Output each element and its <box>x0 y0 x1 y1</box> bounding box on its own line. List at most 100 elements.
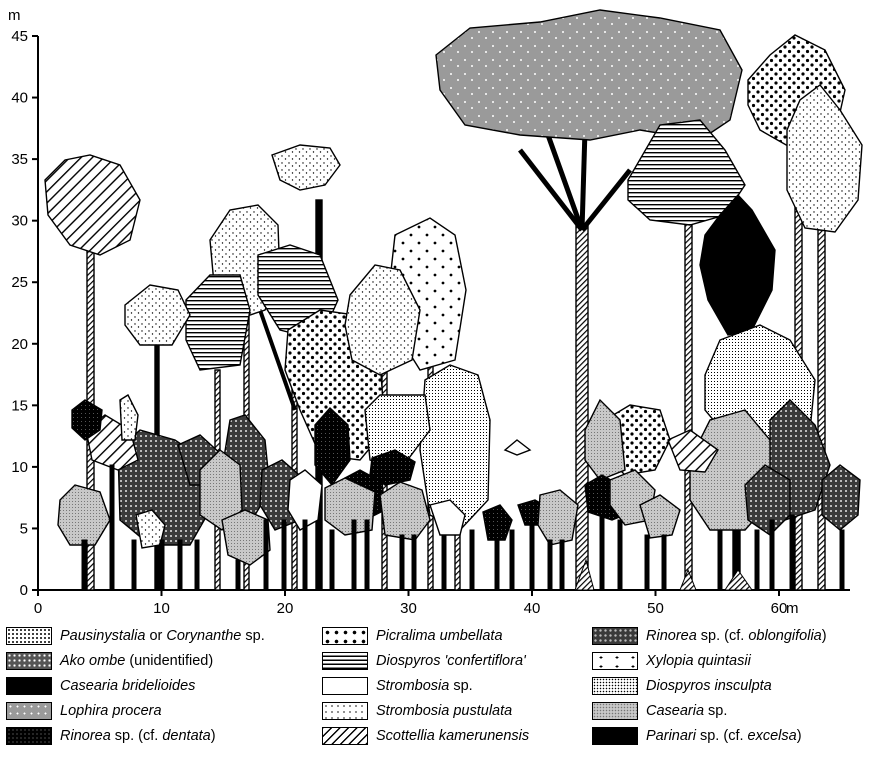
legend: Pausinystalia or Corynanthe sp. Picralima… <box>0 625 871 775</box>
legend-label-part: Diospyros insculpta <box>646 678 772 694</box>
legend-label: Pausinystalia or Corynanthe sp. <box>60 628 265 644</box>
legend-swatch <box>322 702 368 720</box>
legend-label: Diospyros 'confertiflora' <box>376 653 526 669</box>
legend-item-parinari: Parinari sp. (cf. excelsa) <box>592 725 802 747</box>
legend-label-part: (unidentified) <box>125 653 213 669</box>
legend-label: Ako ombe (unidentified) <box>60 653 213 669</box>
forest-profile-diagram: 0 5 10 15 20 25 30 35 40 45 0 10 20 30 40 50 60 m m <box>0 0 871 620</box>
legend-label-part: ) <box>822 628 827 644</box>
y-tick-label: 25 <box>11 274 28 291</box>
legend-label: Lophira procera <box>60 703 162 719</box>
legend-swatch <box>592 677 638 695</box>
legend-label-part: Xylopia quintasii <box>646 653 751 669</box>
legend-item-strombosia: Strombosia sp. <box>322 675 473 697</box>
legend-label-part: Rinorea <box>646 628 697 644</box>
legend-label-part: or <box>145 628 166 644</box>
legend-label-part: ) <box>797 728 802 744</box>
legend-label-part: Ako ombe <box>60 653 125 669</box>
legend-label-part: oblongifolia <box>748 628 821 644</box>
legend-label: Xylopia quintasii <box>646 653 751 669</box>
legend-swatch <box>322 652 368 670</box>
legend-label-part: Parinari <box>646 728 696 744</box>
legend-label-part: Diospyros 'confertiflora' <box>376 653 526 669</box>
legend-swatch <box>592 652 638 670</box>
legend-swatch <box>322 677 368 695</box>
y-axis: 0 5 10 15 20 25 30 35 40 45 <box>11 28 38 599</box>
legend-swatch <box>592 627 638 645</box>
legend-label: Scottellia kamerunensis <box>376 728 529 744</box>
legend-swatch <box>6 652 52 670</box>
legend-label-part: sp. (cf. <box>697 628 749 644</box>
legend-label-part: Scottellia kamerunensis <box>376 728 529 744</box>
legend-swatch <box>592 702 638 720</box>
x-tick-label: 30 <box>400 600 417 617</box>
legend-swatch <box>592 727 638 745</box>
x-tick-label: 40 <box>524 600 541 617</box>
legend-swatch <box>6 727 52 745</box>
legend-swatch <box>6 627 52 645</box>
y-tick-label: 20 <box>11 336 28 353</box>
legend-label-part: Rinorea <box>60 728 111 744</box>
legend-label-part: Casearia bridelioides <box>60 678 195 694</box>
legend-label-part: ) <box>211 728 216 744</box>
x-axis: 0 10 20 30 40 50 60 <box>34 590 788 617</box>
legend-swatch <box>322 727 368 745</box>
tree-crowns <box>45 10 862 565</box>
legend-item-casearia-brid: Casearia bridelioides <box>6 675 195 697</box>
legend-label: Rinorea sp. (cf. dentata) <box>60 728 216 744</box>
legend-label: Casearia bridelioides <box>60 678 195 694</box>
legend-label: Strombosia pustulata <box>376 703 512 719</box>
legend-item-scottellia: Scottellia kamerunensis <box>322 725 529 747</box>
legend-item-diospyros-ins: Diospyros insculpta <box>592 675 772 697</box>
legend-item-casearia: Casearia sp. <box>592 700 727 722</box>
legend-swatch <box>6 677 52 695</box>
x-tick-label: 20 <box>277 600 294 617</box>
y-tick-label: 5 <box>20 520 28 537</box>
legend-label: Rinorea sp. (cf. oblongifolia) <box>646 628 827 644</box>
y-unit-label: m <box>8 7 21 24</box>
legend-label-part: Lophira procera <box>60 703 162 719</box>
legend-label: Diospyros insculpta <box>646 678 772 694</box>
legend-label: Casearia sp. <box>646 703 727 719</box>
legend-label-part: Pausinystalia <box>60 628 145 644</box>
legend-swatch <box>6 702 52 720</box>
legend-item-diospyros-conf: Diospyros 'confertiflora' <box>322 650 526 672</box>
legend-item-pausinystalia: Pausinystalia or Corynanthe sp. <box>6 625 265 647</box>
scottellia-crown-left <box>45 155 140 255</box>
legend-label-part: Strombosia pustulata <box>376 703 512 719</box>
legend-label-part: dentata <box>162 728 210 744</box>
y-tick-label: 15 <box>11 397 28 414</box>
y-tick-label: 45 <box>11 28 28 45</box>
y-tick-label: 35 <box>11 151 28 168</box>
x-tick-label: 10 <box>153 600 170 617</box>
legend-label-part: sp. <box>704 703 727 719</box>
legend-label-part: Casearia <box>646 703 704 719</box>
legend-swatch <box>322 627 368 645</box>
legend-label-part: sp. (cf. <box>111 728 163 744</box>
y-tick-label: 40 <box>11 90 28 107</box>
legend-label-part: excelsa <box>748 728 797 744</box>
legend-label-part: sp. <box>241 628 264 644</box>
legend-item-rinorea-obl: Rinorea sp. (cf. oblongifolia) <box>592 625 827 647</box>
x-unit-label: m <box>786 600 799 617</box>
legend-item-picralima: Picralima umbellata <box>322 625 503 647</box>
legend-item-strombosia-pus: Strombosia pustulata <box>322 700 512 722</box>
legend-item-ako: Ako ombe (unidentified) <box>6 650 213 672</box>
y-tick-label: 30 <box>11 213 28 230</box>
y-tick-label: 10 <box>11 459 28 476</box>
legend-label-part: Strombosia <box>376 678 449 694</box>
legend-label: Picralima umbellata <box>376 628 503 644</box>
legend-item-lophira: Lophira procera <box>6 700 162 722</box>
legend-item-rinorea-den: Rinorea sp. (cf. dentata) <box>6 725 216 747</box>
legend-label-part: sp. (cf. <box>696 728 748 744</box>
legend-label-part: Picralima umbellata <box>376 628 503 644</box>
legend-item-xylopia: Xylopia quintasii <box>592 650 751 672</box>
legend-label-part: sp. <box>449 678 472 694</box>
legend-label: Parinari sp. (cf. excelsa) <box>646 728 802 744</box>
x-tick-label: 50 <box>647 600 664 617</box>
y-tick-label: 0 <box>20 582 28 599</box>
x-tick-label: 0 <box>34 600 42 617</box>
legend-label: Strombosia sp. <box>376 678 473 694</box>
legend-label-part: Corynanthe <box>166 628 241 644</box>
x-tick-label: 60 <box>771 600 788 617</box>
